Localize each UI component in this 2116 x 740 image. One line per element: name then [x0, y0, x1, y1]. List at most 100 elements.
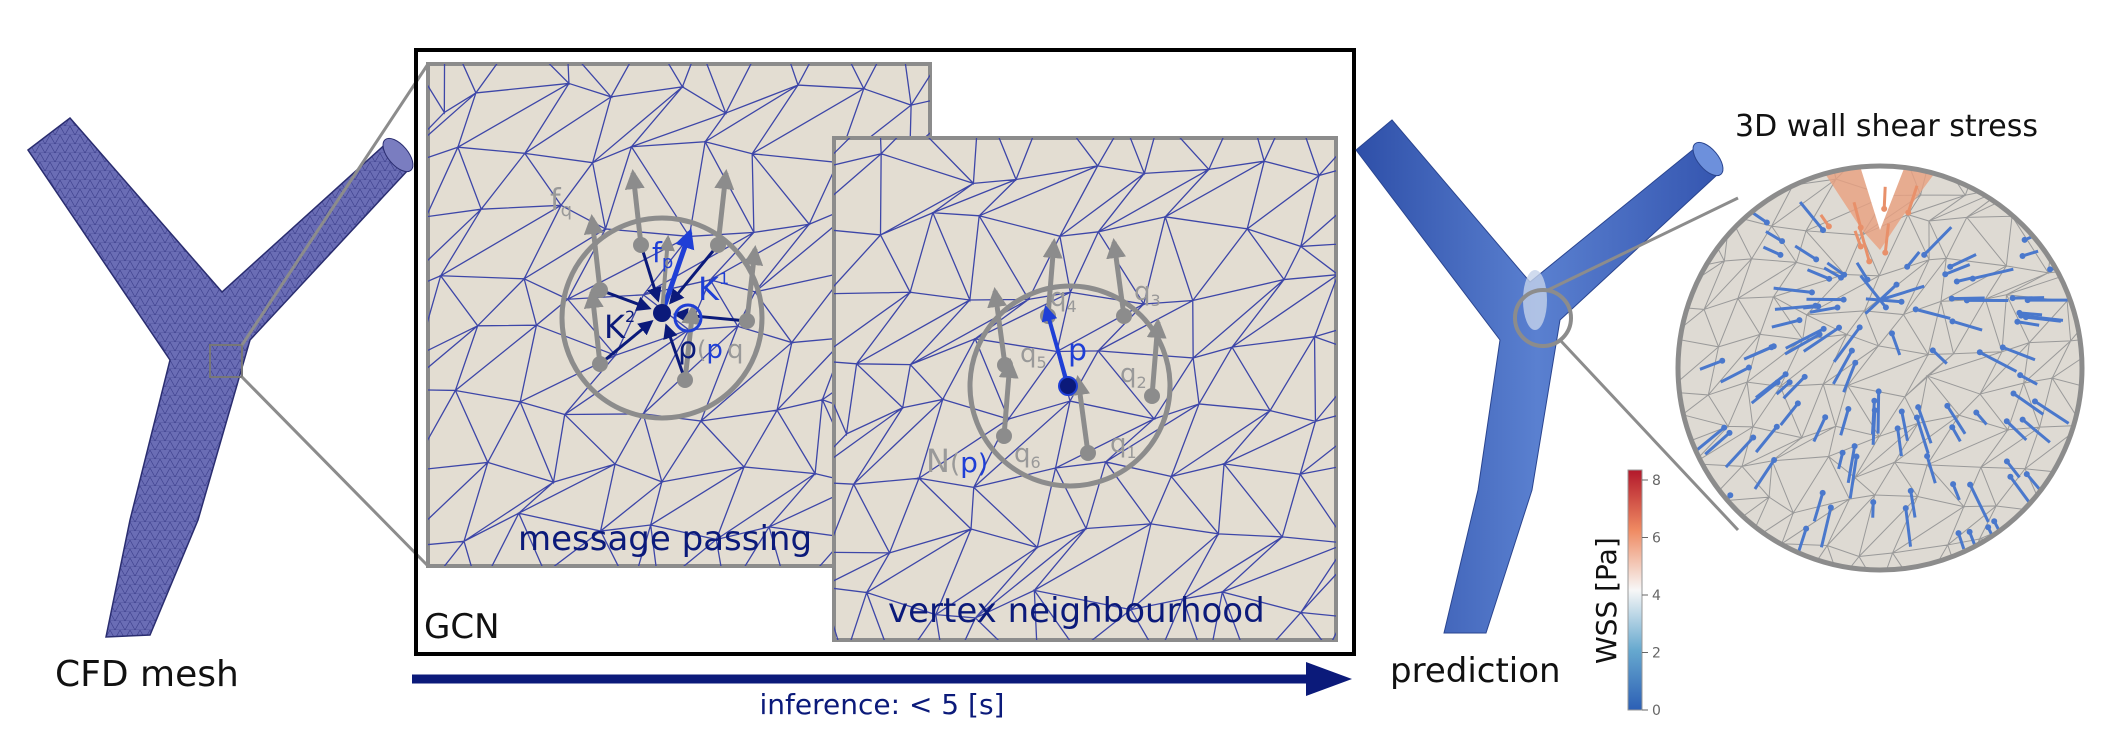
q5-letter: q	[1020, 339, 1037, 369]
neighbour-feature-arrow	[998, 358, 1019, 437]
wss-arrowhead	[1950, 481, 1957, 488]
wss-arrow	[1754, 425, 1778, 454]
wss-arrowhead	[2009, 295, 2016, 302]
wss-arrow	[1923, 226, 1953, 256]
wss-arrowhead	[2041, 533, 2048, 540]
wss-arrow	[2025, 315, 2062, 323]
wss-arrowhead	[1771, 457, 1778, 464]
q1-subscript: 1	[1127, 443, 1137, 462]
wss-arrowhead	[1947, 263, 1954, 270]
wss-arrow	[1871, 410, 1877, 445]
zoom-line-upper	[1547, 196, 1739, 292]
wss-arrowhead	[1912, 306, 1919, 313]
cfd-mesh-label: CFD mesh	[55, 654, 239, 695]
wss-arrowhead	[2021, 236, 2028, 243]
neighbour-node	[592, 356, 608, 372]
neighbour-node	[1144, 388, 1160, 404]
neighbour-feature-arrow	[1042, 238, 1063, 317]
neighbour-feature-arrow	[624, 169, 645, 246]
wss-arrow	[1915, 307, 1951, 320]
wss-arrowhead	[2017, 372, 2024, 379]
neighbour-node	[677, 372, 693, 388]
message-arrow	[639, 244, 662, 303]
gcn-frame	[414, 48, 1356, 656]
wss-arrowhead	[1826, 275, 1833, 282]
wss-arrowhead	[1837, 274, 1844, 281]
wss-arrow	[1819, 507, 1833, 548]
wss-arrow	[1979, 350, 2018, 373]
wss-arrowhead	[2010, 390, 2017, 397]
center-node-p-b	[1058, 376, 1078, 396]
wss-arrowhead	[1893, 281, 1900, 288]
wss-arrowhead	[1921, 251, 1928, 258]
wss-arrow	[1802, 326, 1840, 353]
wss-arrowhead	[1777, 251, 1784, 258]
n-p-label: N(p)	[926, 442, 988, 480]
wss-arrowhead	[1856, 324, 1863, 331]
inference-arrow	[412, 662, 1352, 696]
neighbour-feature-arrow	[714, 169, 735, 246]
neighbour-feature-arrow	[1146, 318, 1167, 397]
wss-arrow	[1784, 333, 1821, 356]
wss-arrowhead	[1750, 434, 1757, 441]
neighbour-feature-arrow	[681, 304, 702, 381]
wss-arrow	[1774, 304, 1816, 311]
wss-arrowhead	[1991, 518, 1998, 525]
q4-subscript: 4	[1067, 297, 1077, 316]
wss-arrowhead	[1864, 276, 1871, 283]
colorbar-tick-label: 2	[1652, 646, 1661, 662]
q6-label: q6	[1014, 439, 1041, 472]
f-p-arrow	[659, 228, 695, 314]
k1-label: K1	[698, 269, 729, 308]
wss-arrowhead	[1827, 504, 1834, 511]
wss-arrow	[2034, 400, 2070, 425]
wss-arrow	[1754, 373, 1787, 399]
wss-arrowhead	[1808, 289, 1815, 296]
wss-arrow	[1876, 391, 1881, 434]
wss-arrow	[1797, 528, 1808, 553]
neighbour-node	[739, 313, 755, 329]
wss-arrowhead	[1894, 425, 1901, 432]
wss-arrow	[1949, 253, 1977, 269]
wss-arrow	[1812, 416, 1827, 443]
wss-arrow	[1909, 490, 1917, 518]
wss-arrowhead	[2003, 418, 2010, 425]
wss-arrowhead	[1745, 364, 1752, 371]
wss-arrow	[1883, 223, 1891, 253]
wss-title: 3D wall shear stress	[1735, 109, 2038, 144]
message-arrow	[663, 323, 687, 381]
wss-arrowhead	[1773, 423, 1780, 430]
wss-arrowhead	[1851, 443, 1858, 450]
wss-arrow	[2019, 311, 2043, 317]
neighbourhood-circle-a	[559, 215, 765, 421]
wss-arrow	[1794, 244, 1817, 261]
colorbar-tick-label: 0	[1652, 703, 1661, 719]
neighbour-feature-arrow	[743, 245, 764, 322]
wss-arrowhead	[1834, 304, 1841, 311]
wss-arrowhead	[1813, 256, 1820, 263]
wss-arrow	[1865, 297, 1902, 304]
colorbar-label: WSS [Pa]	[1590, 537, 1623, 664]
wss-arrowhead	[1763, 219, 1770, 226]
wss-arrow	[1812, 492, 1825, 522]
wss-arrowhead	[1999, 344, 2006, 351]
wss-arrow	[1946, 405, 1967, 435]
q1-letter: q	[1110, 429, 1127, 459]
message-arrow	[668, 244, 720, 305]
message-arrow	[599, 288, 652, 311]
wss-arrow	[1832, 349, 1854, 385]
wss-arrow	[1883, 284, 1925, 301]
wss-arrowhead	[1888, 330, 1895, 337]
q2-subscript: 2	[1137, 373, 1147, 392]
wss-arrowhead	[2019, 252, 2026, 259]
wss-arrowhead	[1871, 397, 1878, 404]
wss-arrowhead	[2007, 473, 2014, 480]
wss-arrow	[2009, 475, 2032, 505]
neighbourhood-circle-b	[967, 283, 1173, 489]
neighbour-node	[592, 282, 608, 298]
center-node-p	[653, 304, 671, 322]
wss-arrowhead	[1973, 409, 1980, 416]
wss-arrowhead	[1985, 524, 1992, 531]
wss-arrow	[2012, 392, 2045, 416]
wss-arrowhead	[1848, 347, 1855, 354]
